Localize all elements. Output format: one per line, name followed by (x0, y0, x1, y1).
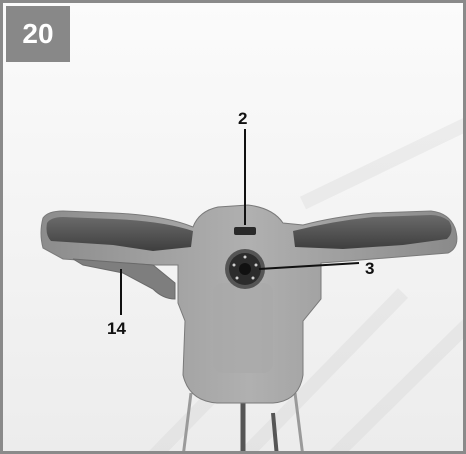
left-grip (46, 217, 193, 251)
callout-2: 2 (238, 109, 248, 128)
handle-photo (3, 3, 463, 451)
figure-number-badge: 20 (6, 6, 70, 62)
callout-3: 3 (365, 259, 375, 278)
rotary-dial-icon (225, 249, 265, 289)
switch-icon (234, 227, 256, 235)
trigger-lever (72, 258, 176, 300)
center-column (213, 283, 273, 373)
callout-14: 14 (107, 319, 126, 338)
support-rods (182, 392, 304, 451)
leader-lines (120, 129, 360, 315)
right-grip (293, 215, 452, 249)
